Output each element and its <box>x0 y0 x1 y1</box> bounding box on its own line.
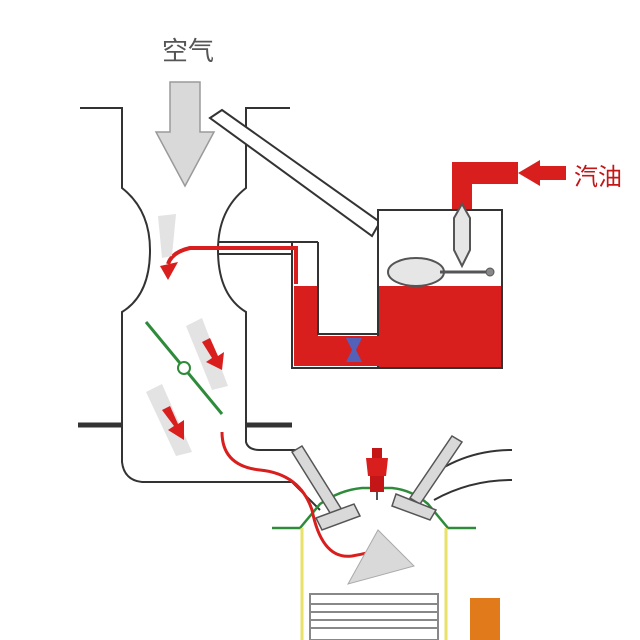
venturi-left-wall <box>80 107 152 426</box>
mixture-flow-path <box>220 431 393 558</box>
fuel-spray-arrowhead <box>160 262 178 280</box>
nozzle-tube <box>218 241 318 255</box>
intake-valve <box>290 444 362 531</box>
float <box>387 257 445 287</box>
fuel-inlet-pipe <box>452 162 518 212</box>
orange-block <box>470 598 500 640</box>
vent-tube <box>208 108 382 238</box>
fuel-channel <box>294 286 379 366</box>
needle-valve <box>453 201 471 269</box>
fuel-spray-path <box>166 246 298 284</box>
airflow-arrow-3 <box>146 384 192 456</box>
airflow-arrow-2 <box>186 318 228 390</box>
mixture-arrowhead <box>346 529 415 585</box>
float-chamber-fuel <box>379 286 501 367</box>
spark-plug <box>366 448 388 500</box>
intake-manifold-upper <box>245 425 321 477</box>
metering-jet <box>346 338 362 362</box>
piston <box>309 593 439 640</box>
exhaust-valve <box>391 434 464 521</box>
fuel-channel-outline <box>291 242 379 369</box>
float-pivot <box>485 267 495 277</box>
intake-manifold-lower <box>121 425 321 511</box>
airflow-arrow-1 <box>158 214 176 258</box>
air-label: 空气 <box>162 37 214 67</box>
fuel-label: 汽油 <box>574 163 622 191</box>
fuel-inlet-arrow <box>518 160 566 186</box>
throttle-shaft <box>177 361 191 375</box>
air-intake-arrow <box>154 81 216 188</box>
cylinder-walls <box>300 528 448 640</box>
